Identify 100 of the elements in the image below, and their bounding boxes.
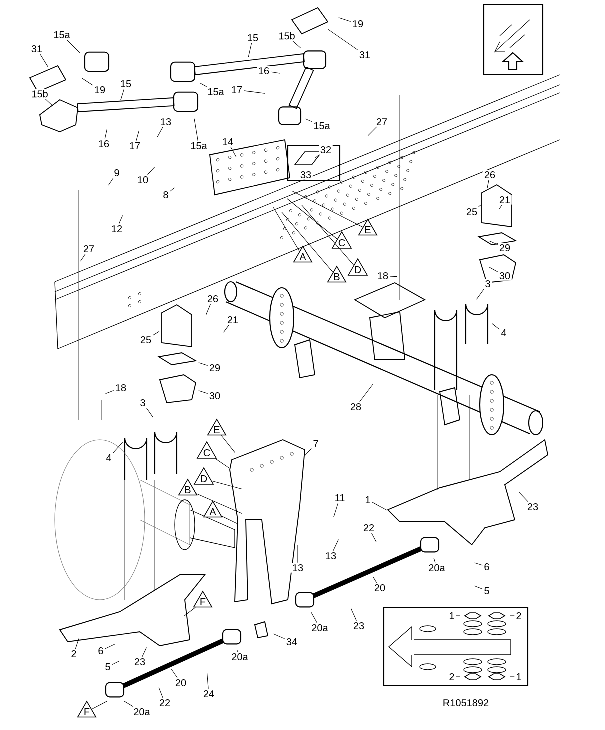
leader-line — [373, 577, 378, 584]
leader-line — [194, 118, 198, 142]
leader-line — [273, 207, 300, 252]
leader-line — [334, 502, 339, 518]
callout-number: 3 — [138, 398, 148, 408]
callout-number: 6 — [482, 562, 492, 572]
leader-line — [333, 539, 339, 552]
callout-number: 20a — [310, 623, 330, 633]
leader-line — [518, 492, 528, 502]
callout-number: 20a — [427, 563, 447, 573]
leader-line — [206, 672, 209, 690]
callout-number: 14 — [221, 137, 235, 147]
callout-number: 29 — [208, 363, 222, 373]
leader-line — [292, 41, 301, 48]
leader-line — [152, 331, 160, 336]
leader-line — [224, 324, 230, 333]
callout-number: 13 — [291, 563, 305, 573]
callout-number: 26 — [483, 170, 497, 180]
callout-number: 2 — [448, 672, 456, 682]
leader-line — [499, 204, 502, 210]
callout-number: 26 — [206, 294, 220, 304]
leader-line — [302, 205, 354, 266]
callout-number: 31 — [30, 44, 44, 54]
callout-number: 5 — [482, 586, 492, 596]
callout-number: 18 — [114, 383, 128, 393]
leader-line — [104, 128, 108, 140]
leader-line — [105, 644, 116, 650]
callout-number: 18 — [376, 271, 390, 281]
callout-number: 28 — [349, 402, 363, 412]
leader-line — [136, 130, 140, 142]
callout-number: 15b — [30, 89, 50, 99]
leader-line — [113, 442, 124, 454]
callout-number: 20a — [230, 652, 250, 662]
leader-line — [80, 254, 86, 262]
callout-number: 5 — [104, 662, 112, 672]
leader-line — [157, 126, 164, 138]
callout-number: 13 — [159, 117, 173, 127]
leader-line — [222, 516, 238, 524]
leader-line — [372, 502, 388, 511]
callout-number: 4 — [500, 328, 508, 338]
callout-number: 1 — [514, 672, 524, 682]
leader-line — [248, 42, 252, 58]
leader-line — [489, 267, 498, 272]
callout-number: 15a — [189, 141, 209, 151]
leader-line — [311, 612, 318, 624]
callout-number: 22 — [158, 698, 172, 708]
callout-number: 15 — [119, 79, 133, 89]
callout-number: 11 — [333, 493, 347, 503]
leader-line — [360, 384, 374, 402]
leader-line — [287, 198, 338, 240]
callout-number: 33 — [299, 170, 313, 180]
callout-number: 24 — [202, 689, 216, 699]
leader-line — [350, 608, 357, 622]
callout-number: 10 — [136, 175, 150, 185]
leader-line — [270, 72, 280, 74]
callout-number: 4 — [104, 453, 114, 463]
callout-number: 3 — [484, 279, 492, 289]
leader-line — [198, 390, 208, 394]
leader-line — [148, 166, 156, 176]
leader-line — [75, 638, 80, 650]
leader-line — [487, 180, 490, 188]
leader-line — [282, 212, 334, 273]
callout-number: 17 — [230, 85, 244, 95]
leader-line — [118, 215, 124, 224]
leader-line — [92, 701, 108, 710]
leader-line — [478, 204, 482, 208]
leader-line — [212, 480, 242, 490]
callout-number: 17 — [128, 141, 142, 151]
leader-line — [274, 634, 286, 640]
leader-line — [474, 586, 483, 590]
callout-number: 20a — [132, 707, 152, 717]
leader-line — [170, 188, 175, 192]
leader-line — [456, 676, 460, 678]
callout-number: 32 — [319, 145, 333, 155]
callout-number: 15 — [246, 33, 260, 43]
callout-number: 15a — [206, 87, 226, 97]
leader-line — [82, 78, 94, 86]
callout-number: 1 — [364, 495, 372, 505]
leader-line — [304, 448, 312, 456]
drawing-number: R1051892 — [444, 699, 489, 707]
callout-number: 23 — [352, 621, 366, 631]
callout-number: 15a — [52, 30, 72, 40]
callout-number: 30 — [208, 391, 222, 401]
callout-number: 13 — [324, 551, 338, 561]
callout-number: 2 — [514, 611, 524, 621]
callout-number: 9 — [112, 168, 122, 178]
leader-line — [306, 118, 312, 122]
callout-number: 23 — [526, 502, 540, 512]
leader-line — [106, 390, 114, 394]
leader-line — [371, 532, 377, 543]
leader-line — [292, 191, 364, 228]
leader-line — [368, 126, 378, 136]
callout-number: 25 — [139, 335, 153, 345]
leader-line — [171, 669, 178, 678]
callout-number: 20 — [174, 678, 188, 688]
leader-line — [230, 146, 237, 158]
callout-number: 2 — [70, 649, 78, 659]
callout-number: 12 — [110, 224, 124, 234]
callout-number: 19 — [351, 19, 365, 29]
callout-number: 16 — [257, 66, 271, 76]
